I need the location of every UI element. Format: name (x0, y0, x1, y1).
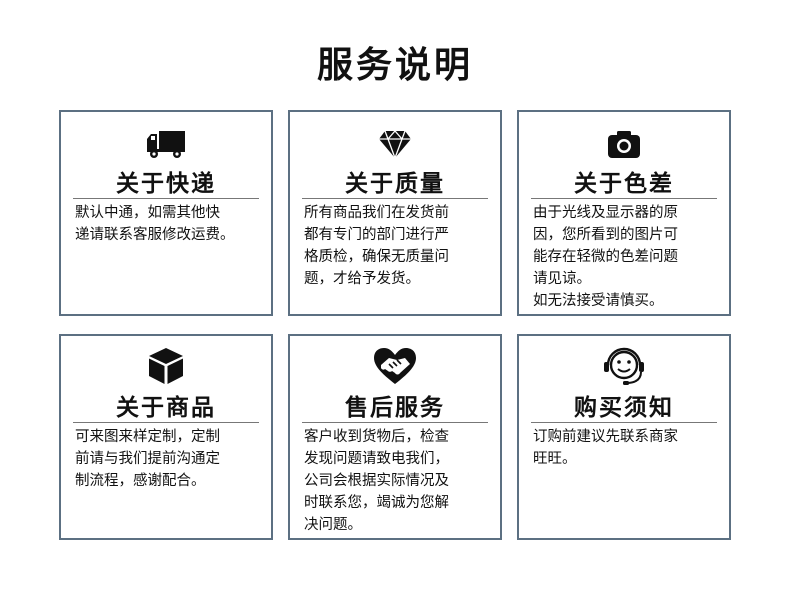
card-purchase-notes: 购买须知 订购前建议先联系商家 旺旺。 (517, 334, 731, 540)
card-title: 关于质量 (345, 171, 445, 197)
truck-icon (61, 124, 271, 164)
card-express: 关于快递 默认中通，如需其他快 递请联系客服修改运费。 (59, 110, 273, 316)
card-description: 由于光线及显示器的原 因，您所看到的图片可 能存在轻微的色差问题 请见谅。 如无… (533, 205, 678, 309)
divider (73, 422, 259, 423)
card-description: 默认中通，如需其他快 递请联系客服修改运费。 (75, 205, 235, 243)
card-title: 关于色差 (574, 171, 674, 197)
card-description: 所有商品我们在发货前 都有专门的部门进行严 格质检，确保无质量问 题，才给予发货… (304, 205, 449, 287)
diamond-icon (290, 124, 500, 164)
card-product: 关于商品 可来图来样定制，定制 前请与我们提前沟通定 制流程，感谢配合。 (59, 334, 273, 540)
box-icon (61, 346, 271, 386)
card-title: 购买须知 (574, 395, 674, 421)
divider (73, 198, 259, 199)
divider (302, 198, 488, 199)
camera-icon (519, 124, 729, 164)
divider (531, 198, 717, 199)
divider (302, 422, 488, 423)
card-color-difference: 关于色差 由于光线及显示器的原 因，您所看到的图片可 能存在轻微的色差问题 请见… (517, 110, 731, 316)
headset-smiley-icon (519, 346, 729, 386)
card-after-sales: 售后服务 客户收到货物后，检查 发现问题请致电我们， 公司会根据实际情况及 时联… (288, 334, 502, 540)
handshake-icon (290, 346, 500, 386)
divider (531, 422, 717, 423)
card-quality: 关于质量 所有商品我们在发货前 都有专门的部门进行严 格质检，确保无质量问 题，… (288, 110, 502, 316)
card-description: 可来图来样定制，定制 前请与我们提前沟通定 制流程，感谢配合。 (75, 429, 220, 489)
card-description: 订购前建议先联系商家 旺旺。 (533, 429, 678, 467)
card-description: 客户收到货物后，检查 发现问题请致电我们， 公司会根据实际情况及 时联系您，竭诚… (304, 429, 449, 533)
card-title: 关于快递 (116, 171, 216, 197)
card-title: 关于商品 (116, 395, 216, 421)
page-title: 服务说明 (316, 45, 473, 86)
card-title: 售后服务 (345, 395, 445, 421)
